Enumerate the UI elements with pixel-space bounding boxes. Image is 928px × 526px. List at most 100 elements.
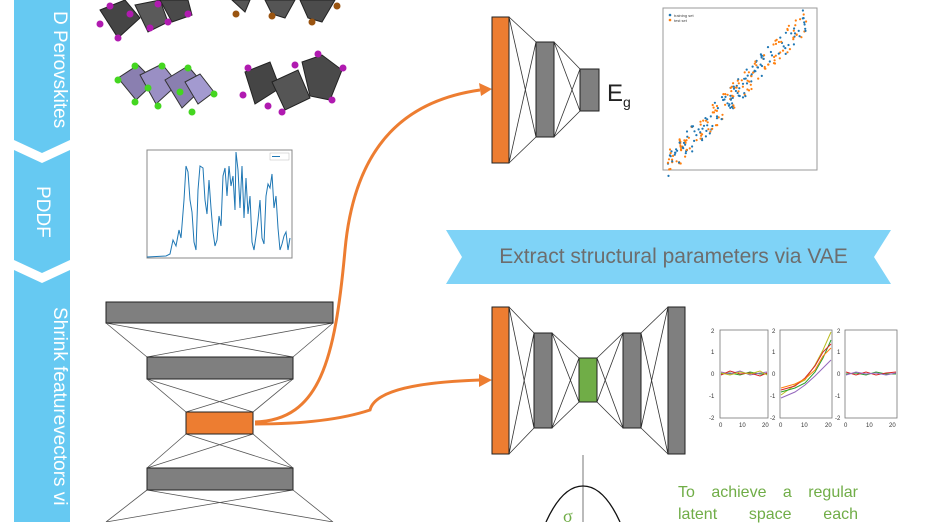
parity-point bbox=[792, 38, 795, 41]
parity-point bbox=[777, 40, 781, 44]
y-tick-p2-4: -2 bbox=[770, 416, 776, 422]
y-tick-p1-0: 2 bbox=[711, 329, 715, 335]
parity-point bbox=[679, 145, 682, 148]
side-chevron-perovskites bbox=[14, 0, 70, 153]
x-tick-p1-2: 20 bbox=[762, 423, 769, 429]
y-tick-p3-1: 1 bbox=[837, 350, 841, 356]
output-symbol: E bbox=[607, 80, 624, 107]
parity-point bbox=[695, 139, 698, 142]
parity-point bbox=[750, 75, 753, 78]
parity-point bbox=[794, 24, 797, 27]
parity-point bbox=[740, 79, 743, 82]
pddf-plot-frame bbox=[146, 149, 293, 259]
legend-test: test set bbox=[674, 18, 688, 23]
parity-point bbox=[774, 54, 777, 57]
parity-point bbox=[800, 36, 803, 39]
parity-point bbox=[678, 141, 681, 144]
parity-point bbox=[752, 71, 755, 74]
latent-space-note: To achieve a regular latent space each bbox=[678, 484, 858, 523]
parity-point bbox=[793, 27, 796, 30]
parity-point bbox=[727, 104, 731, 107]
pddf-curve bbox=[146, 151, 291, 258]
parity-point bbox=[779, 36, 782, 39]
parity-point bbox=[790, 32, 793, 35]
pddf-plot-legend bbox=[269, 152, 290, 161]
parity-point bbox=[668, 154, 672, 157]
parity-point bbox=[780, 40, 783, 44]
parity-point bbox=[712, 106, 715, 109]
parity-point bbox=[768, 60, 771, 63]
parity-point bbox=[755, 64, 758, 67]
parity-point bbox=[759, 63, 762, 66]
y-tick-p2-0: 2 bbox=[772, 329, 776, 335]
parity-point bbox=[724, 95, 727, 98]
parity-point bbox=[711, 124, 714, 128]
parity-point bbox=[709, 130, 712, 133]
parity-point bbox=[760, 64, 764, 68]
side-label-perovskites-text: D Perovskites bbox=[49, 11, 70, 129]
parity-point bbox=[770, 54, 774, 57]
parity-point bbox=[667, 174, 670, 177]
parity-point bbox=[751, 65, 754, 68]
parity-point bbox=[704, 117, 707, 120]
parity-point bbox=[687, 136, 691, 139]
parity-point bbox=[682, 141, 686, 144]
parity-point bbox=[792, 29, 795, 32]
parity-point bbox=[701, 133, 704, 136]
parity-plot: training set test set bbox=[662, 7, 818, 177]
parity-point bbox=[759, 53, 763, 56]
x-tick-p2-2: 20 bbox=[825, 423, 832, 429]
parity-point bbox=[753, 62, 756, 65]
latent-tick-labels: 2 1 0 -1 -2 2 1 0 -1 -2 2 1 0 -1 -2 0 10… bbox=[709, 329, 896, 429]
parity-point bbox=[754, 70, 757, 73]
vae-encoder-layer bbox=[533, 332, 553, 429]
parity-point bbox=[701, 127, 704, 130]
parity-point bbox=[746, 79, 749, 82]
parity-point bbox=[680, 149, 683, 152]
encoder-layer-1 bbox=[105, 301, 334, 324]
parity-point bbox=[786, 27, 789, 31]
regressor-network bbox=[491, 16, 600, 164]
parity-point bbox=[735, 86, 738, 89]
parity-point bbox=[745, 68, 748, 71]
parity-point bbox=[709, 115, 712, 118]
parity-point bbox=[704, 135, 708, 138]
latent-plot-1 bbox=[719, 329, 769, 419]
parity-point bbox=[716, 107, 720, 110]
vae-input-layer bbox=[491, 306, 510, 455]
crystal-1 bbox=[96, 0, 193, 42]
parity-point bbox=[711, 111, 714, 114]
gaussian-curve bbox=[545, 485, 621, 522]
parity-point bbox=[729, 86, 732, 89]
parity-point bbox=[706, 121, 709, 124]
parity-point bbox=[715, 117, 719, 120]
parity-point bbox=[699, 131, 702, 134]
regressor-output-layer bbox=[579, 68, 600, 112]
parity-point bbox=[707, 128, 710, 131]
side-label-shrink: Shrink featurevectors vi bbox=[14, 290, 70, 522]
side-label-pddf-text: PDDF bbox=[32, 185, 53, 238]
parity-point bbox=[747, 89, 751, 92]
parity-point bbox=[772, 43, 775, 46]
flow-arrows bbox=[254, 83, 492, 426]
vae-banner bbox=[446, 230, 891, 284]
vae-decoder-layer bbox=[622, 332, 642, 429]
parity-point bbox=[795, 33, 798, 37]
parity-point bbox=[738, 87, 741, 90]
parity-point bbox=[685, 139, 688, 142]
parity-point bbox=[691, 150, 694, 153]
parity-point bbox=[681, 146, 684, 149]
y-tick-p1-2: 0 bbox=[711, 372, 715, 378]
parity-point bbox=[693, 139, 696, 142]
legend-training: training set bbox=[674, 13, 694, 18]
parity-plot-legend: training set test set bbox=[668, 13, 694, 23]
parity-point bbox=[732, 85, 735, 88]
vae-latent-layer bbox=[578, 357, 598, 403]
parity-point bbox=[690, 125, 693, 128]
parity-point bbox=[724, 103, 727, 106]
parity-point bbox=[754, 60, 757, 63]
parity-point bbox=[766, 46, 770, 49]
side-label-pddf: PDDF bbox=[14, 163, 70, 260]
parity-point bbox=[801, 17, 804, 20]
x-tick-p3-1: 10 bbox=[866, 423, 873, 429]
